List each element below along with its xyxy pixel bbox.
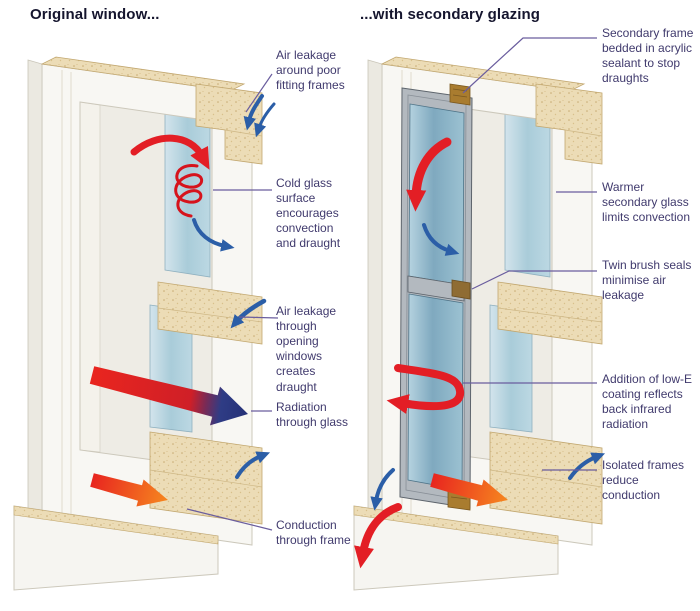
callout-secondary-frame: Secondary frame bedded in acrylic sealan… bbox=[602, 26, 694, 86]
leader-air-leakage-frames bbox=[245, 73, 273, 113]
brush-seal bbox=[451, 279, 471, 300]
moulding-line bbox=[61, 70, 72, 516]
frame-outer-edge bbox=[27, 59, 43, 525]
callout-air-leakage-opening: Air leakage through opening windows crea… bbox=[276, 304, 337, 394]
secondary-transom bbox=[407, 275, 465, 302]
acrylic-sealant-top bbox=[449, 83, 471, 106]
sash-jamb bbox=[79, 101, 101, 453]
meeting-rail-section bbox=[157, 281, 263, 345]
meeting-rail-section bbox=[497, 281, 603, 345]
frame-outer-edge bbox=[367, 59, 383, 525]
wall-top-cut bbox=[40, 56, 246, 92]
moulding-line bbox=[157, 307, 263, 323]
window-board-top bbox=[353, 505, 559, 545]
sill-section bbox=[149, 431, 263, 525]
radiation-arrow bbox=[89, 366, 248, 426]
cold-air-arrow bbox=[568, 452, 606, 480]
leader-air-leakage-opening bbox=[238, 316, 279, 319]
head-section bbox=[195, 83, 263, 165]
callout-brush-seals: Twin brush seals minimise air leakage bbox=[602, 258, 692, 303]
callout-air-leakage-frames: Air leakage around poor fitting frames bbox=[276, 48, 345, 93]
moulding-line bbox=[564, 129, 603, 137]
reflected-radiation-arrow bbox=[386, 364, 465, 414]
conduction-arrow bbox=[90, 473, 168, 507]
reflected-heat-arrow bbox=[354, 503, 402, 569]
callout-isolated-frames: Isolated frames reduce conduction bbox=[602, 458, 685, 503]
leader-secondary-frame bbox=[462, 37, 597, 94]
callout-warmer-glass: Warmer secondary glass limits convection bbox=[602, 180, 691, 225]
upper-glass-pane bbox=[504, 112, 551, 278]
window-board-top bbox=[13, 505, 219, 545]
air-leakage-arrow bbox=[243, 94, 264, 131]
cold-air-arrow bbox=[235, 451, 271, 479]
right-panel-title: ...with secondary glazing bbox=[360, 6, 541, 23]
callout-conduction: Conduction through frame bbox=[276, 518, 351, 548]
leader-brush-seals bbox=[471, 270, 597, 290]
left-panel-title: Original window... bbox=[30, 6, 160, 23]
heat-convection-arrow bbox=[130, 134, 210, 170]
cold-air-arrow bbox=[370, 468, 395, 511]
callout-radiation: Radiation through glass bbox=[276, 400, 349, 430]
sill-section bbox=[489, 431, 603, 525]
callout-cold-glass: Cold glass surface encourages convection… bbox=[276, 176, 341, 251]
leader-lines bbox=[186, 37, 597, 531]
moulding-line bbox=[149, 469, 263, 488]
callout-low-e-coating: Addition of low-E coating reflects back … bbox=[602, 372, 693, 432]
air-leakage-arrow bbox=[230, 298, 267, 329]
moulding-line bbox=[489, 469, 603, 488]
conduction-arrow bbox=[430, 473, 508, 507]
moulding-line bbox=[497, 307, 603, 323]
secondary-glazing-illustration bbox=[353, 56, 606, 591]
secondary-glass-lower bbox=[407, 293, 464, 491]
original-window-illustration bbox=[13, 56, 276, 591]
leader-conduction bbox=[186, 508, 273, 531]
heat-convection-arrow bbox=[406, 137, 452, 212]
convection-spiral bbox=[174, 164, 204, 218]
cold-draught-arrow bbox=[192, 218, 235, 252]
head-section bbox=[535, 83, 603, 165]
cold-draught-arrow bbox=[422, 223, 460, 256]
air-leakage-arrow bbox=[254, 102, 276, 138]
